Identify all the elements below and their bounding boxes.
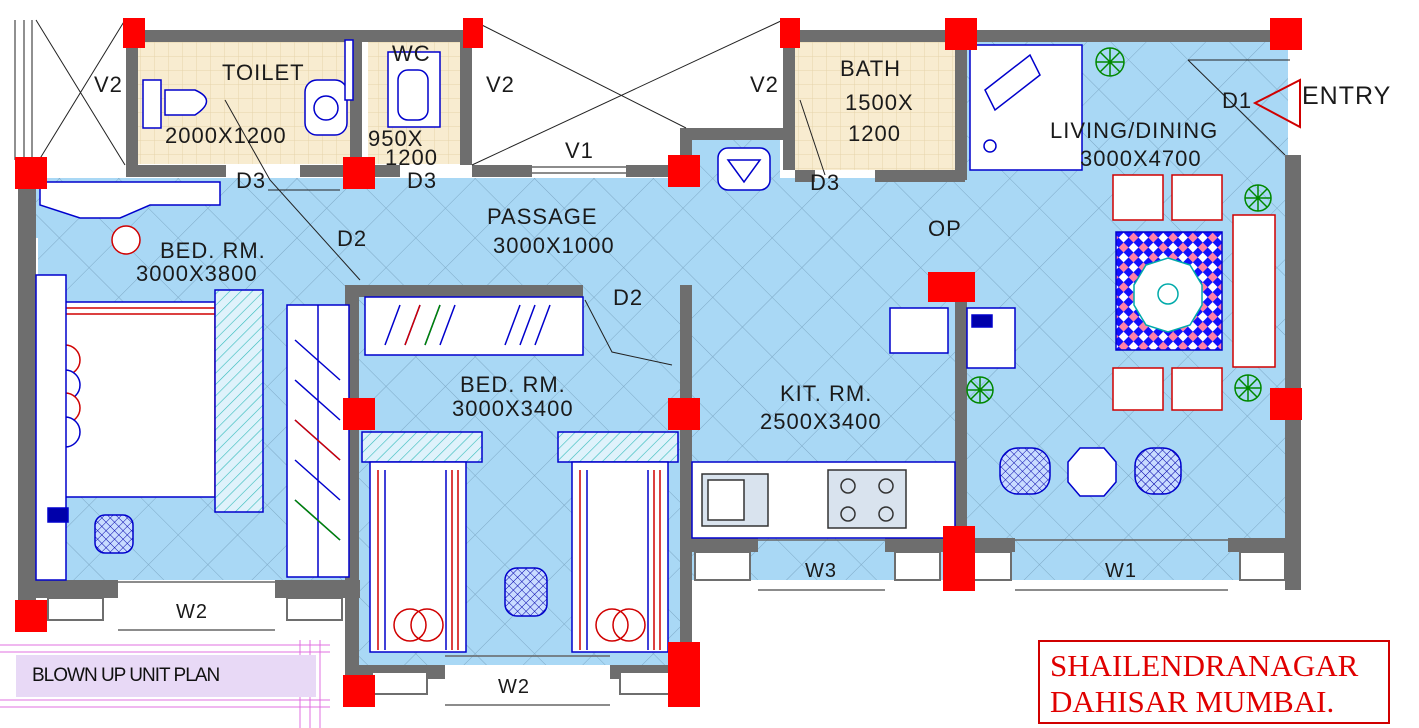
opening-v2-b: V2 [486, 72, 515, 97]
bath-name: BATH [840, 56, 902, 81]
opening-w1: W1 [1105, 560, 1137, 582]
living-size: 3000X4700 [1080, 146, 1202, 171]
plan-tag: BLOWN UP UNIT PLAN [16, 655, 316, 697]
entry-label: ENTRY [1302, 82, 1392, 110]
opening-d3-c: D3 [810, 170, 841, 195]
bed-room-1-furniture [35, 181, 350, 581]
bed1-size: 3000X3800 [136, 261, 258, 286]
plan-tag-text: BLOWN UP UNIT PLAN [32, 665, 220, 686]
window-sills [118, 166, 1228, 706]
opening-d3-a: D3 [236, 168, 267, 193]
wc-name: WC [392, 41, 431, 66]
living-name: LIVING/DINING [1050, 118, 1219, 143]
swing-lines [14, 19, 1290, 366]
kitchen-size: 2500X3400 [760, 409, 882, 434]
bed-room-2-furniture [361, 296, 679, 653]
opening-v1: V1 [565, 138, 594, 163]
title-line-1: SHAILENDRANAGAR [1050, 648, 1359, 683]
opening-d3-b: D3 [407, 168, 438, 193]
window-frames [47, 551, 1286, 695]
bed2-name: BED. RM. [460, 372, 566, 397]
toilet-size: 2000X1200 [165, 123, 287, 148]
opening-op: OP [928, 216, 962, 241]
opening-d2-b: D2 [613, 285, 644, 310]
passage-size: 3000X1000 [493, 233, 615, 258]
wc-size-b: 1200 [385, 145, 438, 170]
bed1-name: BED. RM. [160, 238, 266, 263]
title-block: SHAILENDRANAGAR DAHISAR MUMBAI. [1038, 640, 1390, 724]
opening-w2-b: W2 [498, 676, 530, 698]
toilet-name: TOILET [222, 60, 305, 85]
opening-v2-c: V2 [750, 72, 779, 97]
bath-size-b: 1200 [848, 121, 901, 146]
entry-arrow-icon [1252, 78, 1301, 129]
opening-d2-a: D2 [337, 226, 368, 251]
opening-w2-a: W2 [176, 601, 208, 623]
bath-size-a: 1500X [845, 90, 914, 115]
kitchen-furniture [691, 307, 1016, 539]
columns [15, 18, 1302, 707]
opening-v2-a: V2 [94, 72, 123, 97]
wc-size-a: 950X [368, 126, 424, 151]
living-furniture [999, 174, 1276, 497]
kitchen-name: KIT. RM. [780, 381, 873, 406]
wc-fixtures [142, 39, 1083, 191]
opening-d1: D1 [1222, 88, 1253, 113]
passage-name: PASSAGE [487, 204, 598, 229]
plant-icons [966, 47, 1272, 404]
bed2-size: 3000X3400 [452, 396, 574, 421]
opening-w3: W3 [805, 560, 837, 582]
title-line-2: DAHISAR MUMBAI. [1050, 684, 1335, 719]
